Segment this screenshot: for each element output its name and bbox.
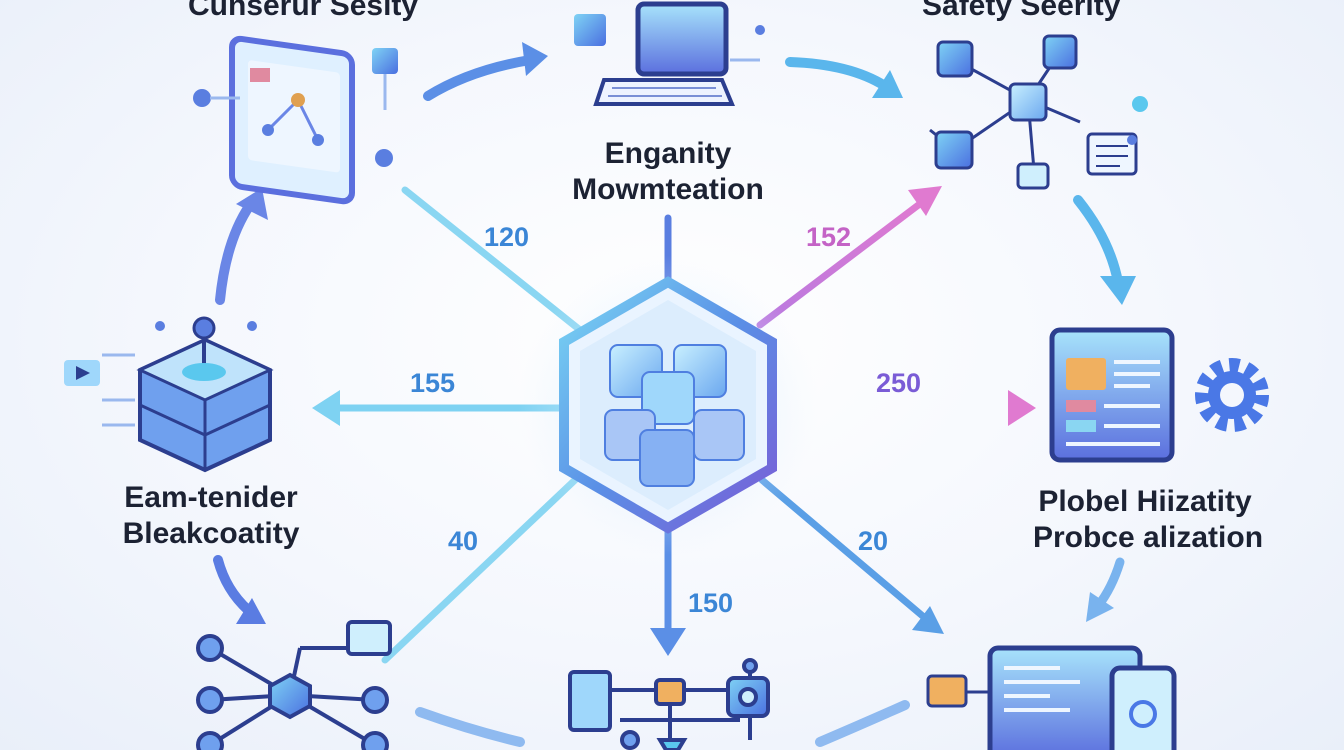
dashboard-gear-icon [1049, 327, 1269, 463]
arrowhead [522, 42, 548, 76]
desktop-computer-icon [574, 1, 765, 106]
flow-arrow-right-down [1073, 195, 1123, 287]
arrowhead [236, 598, 266, 624]
label-top-left: Cunserur Sesity [188, 0, 419, 22]
label-mid-left-line1: Eam-tenider [124, 481, 298, 514]
label-mid-right-line1: Plobel Hiizatity [1038, 485, 1252, 518]
arrowhead [908, 186, 942, 216]
label-mid-left-line2: Bleakcoatity [122, 517, 300, 550]
arrowhead [1086, 592, 1114, 622]
value-155: 155 [410, 368, 456, 398]
outer-flow-arrows [213, 42, 1136, 747]
flow-arrow-top-left-to-center [423, 55, 535, 101]
label-top-right: Safety Seerity [922, 0, 1121, 22]
cube-network-icon [929, 34, 1148, 190]
flow-arrow-right-lower [1093, 557, 1125, 611]
flow-arrow-bottom-left [415, 707, 525, 747]
arrowhead [872, 70, 903, 98]
label-top-center-line2: Mowmteation [572, 173, 764, 206]
spoke-top-left [401, 186, 584, 334]
flow-arrow-left-up [215, 200, 255, 305]
label-top-center-line1: Enganity [604, 137, 732, 170]
value-40: 40 [448, 526, 479, 556]
flowchart-icon [568, 658, 770, 750]
flow-arrow-top-center-to-right [785, 57, 890, 91]
spoke-top-right [756, 196, 929, 329]
value-150: 150 [688, 588, 734, 618]
cube-cluster [604, 344, 745, 487]
server-stack-icon [64, 316, 274, 473]
value-152: 152 [806, 222, 852, 252]
value-250: 250 [876, 368, 922, 398]
value-120: 120 [484, 222, 530, 252]
arrowhead [236, 188, 268, 220]
monitor-network-panel-icon [193, 35, 398, 205]
arrowhead [1008, 390, 1036, 426]
arrowhead [650, 628, 686, 656]
arrowhead [1100, 276, 1136, 305]
flow-arrow-left-down [213, 555, 253, 615]
value-20: 20 [858, 526, 889, 556]
arrowhead [312, 390, 340, 426]
spoke-bottom-right [758, 476, 929, 622]
hexagon-cube-cluster-icon [518, 255, 818, 555]
flow-arrow-bottom-right [815, 700, 910, 747]
devices-icon [926, 645, 1177, 750]
label-mid-right-line2: Probce alization [1032, 521, 1264, 554]
node-graph-icon [196, 620, 392, 750]
arrowhead [912, 606, 944, 634]
gear-icon [1195, 358, 1269, 432]
spoke-bottom-left [381, 476, 579, 664]
